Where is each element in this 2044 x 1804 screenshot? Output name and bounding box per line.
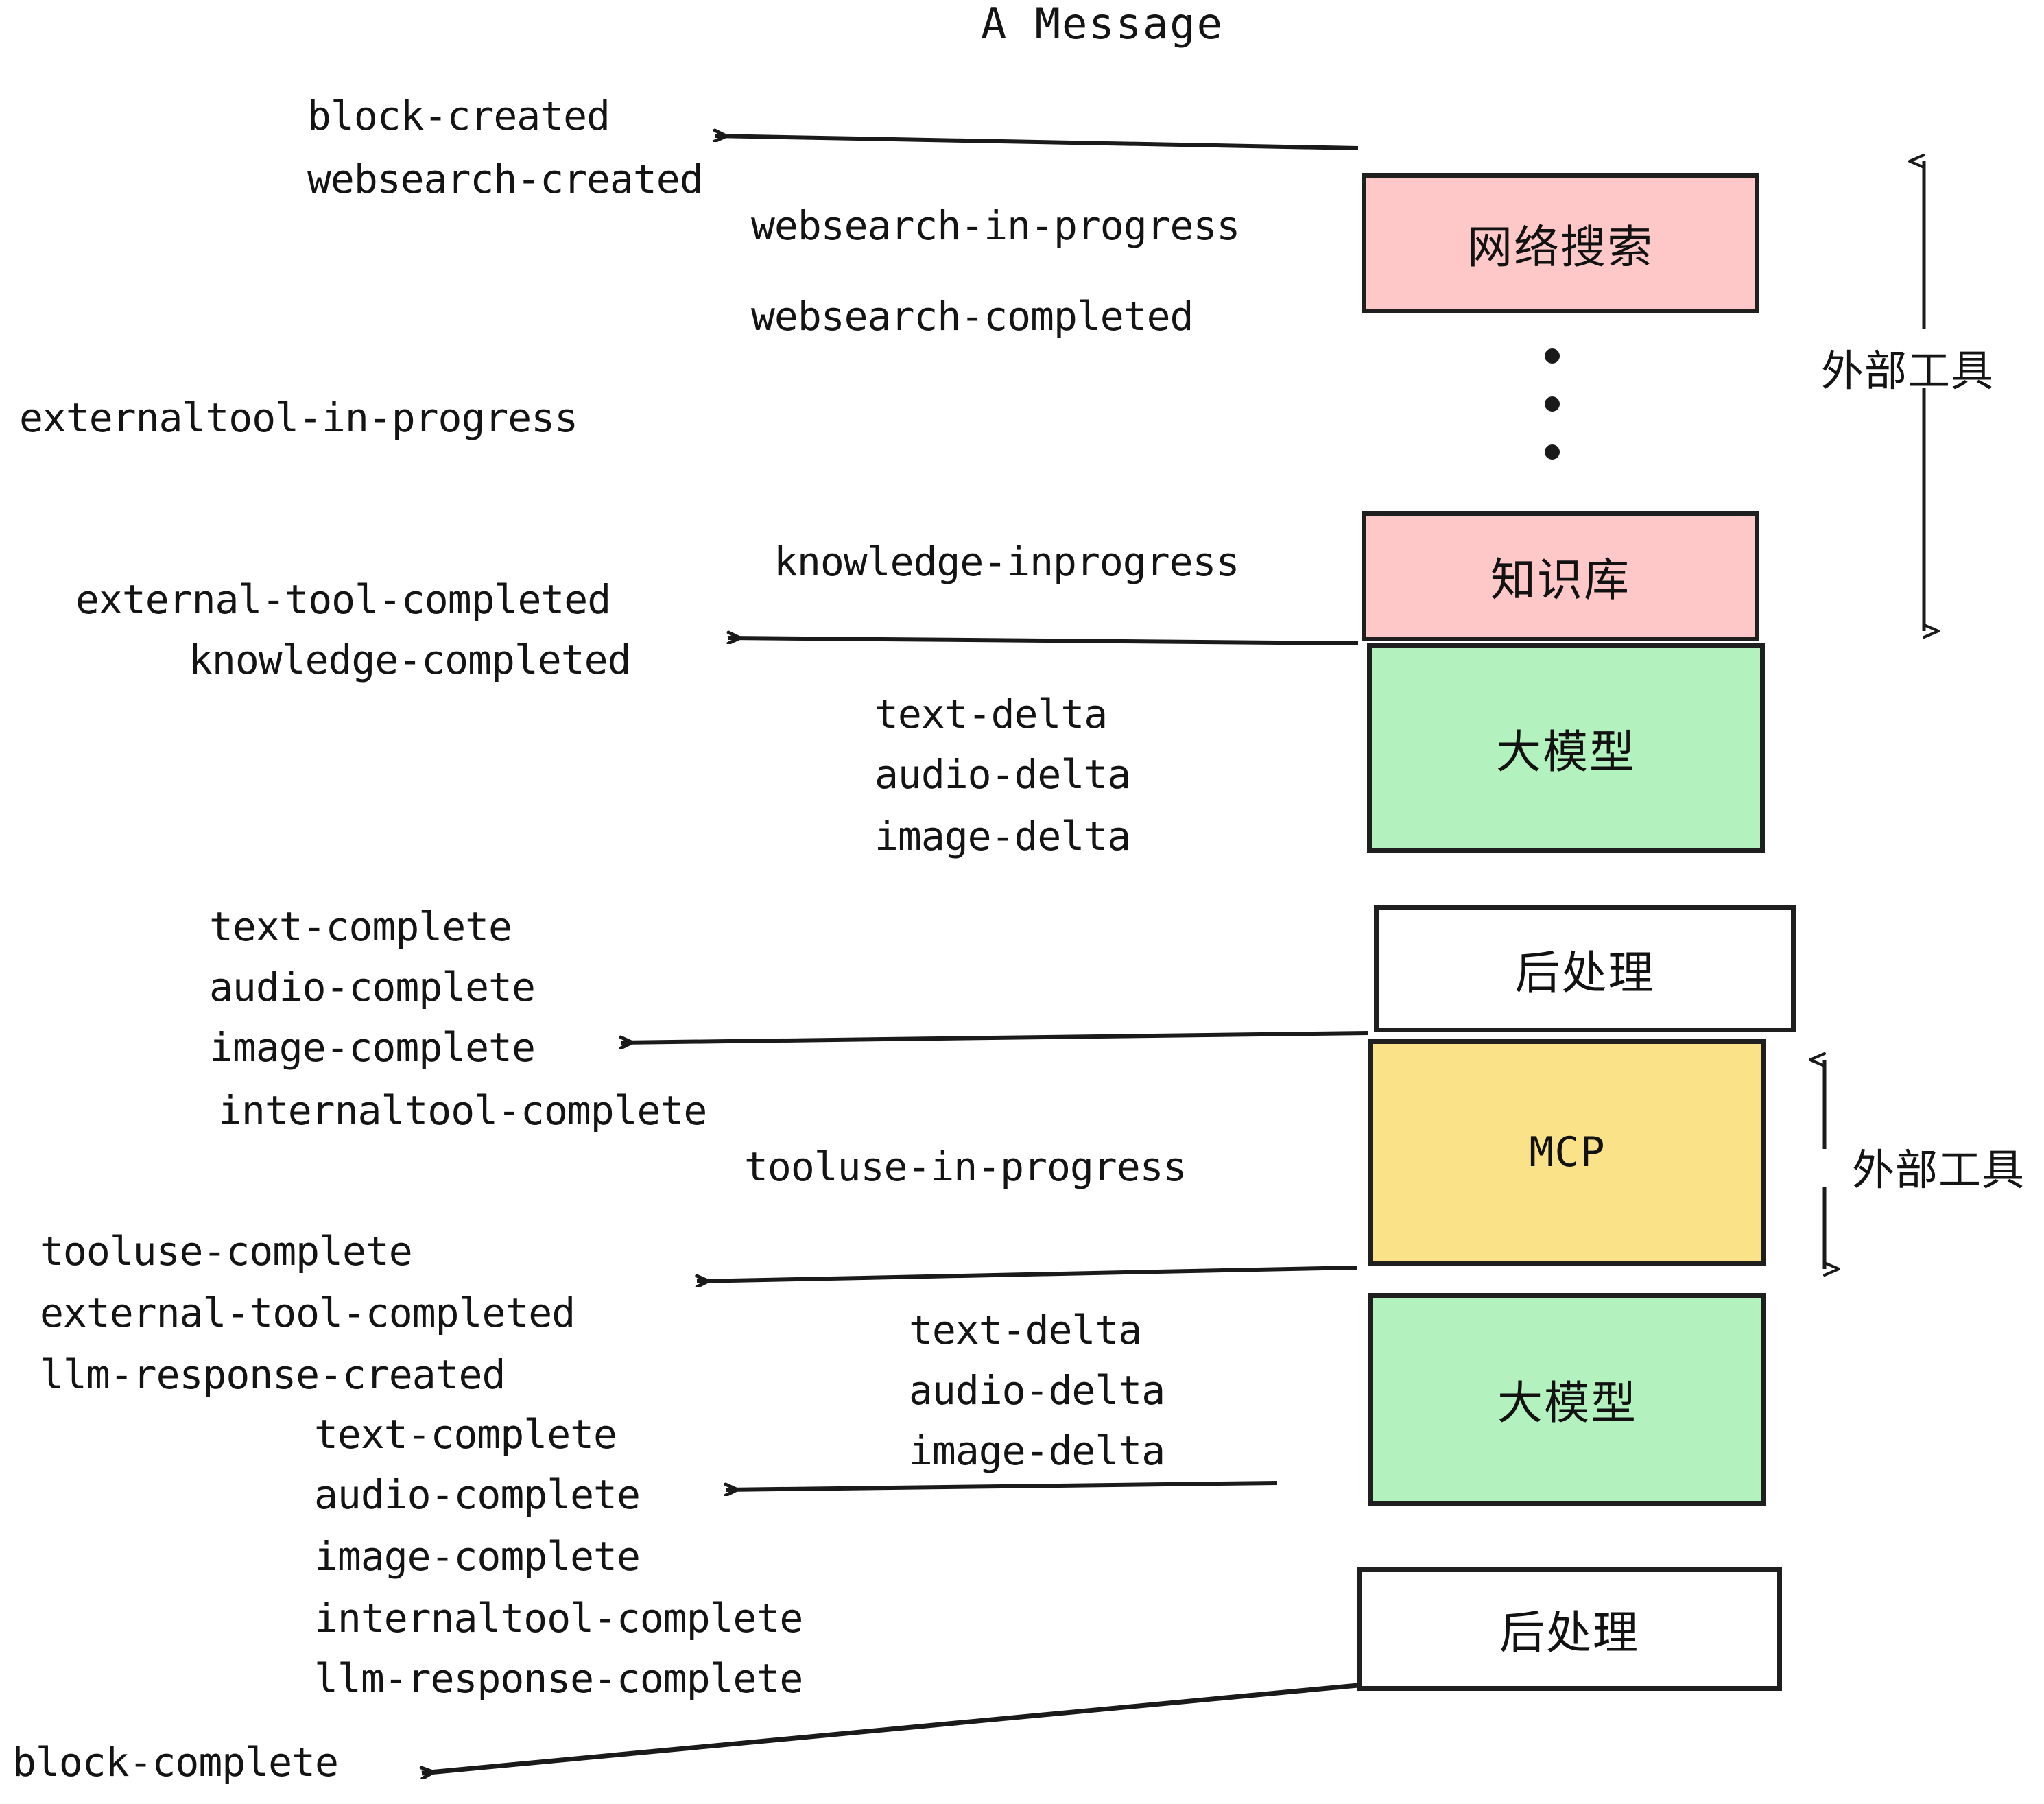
box-llm-bottom[interactable]: 大模型 [1368,1293,1766,1506]
box-postprocess-top-label: 后处理 [1514,946,1655,999]
event-text-delta-2: text-delta [909,1307,1142,1353]
box-websearch-label: 网络搜索 [1467,220,1654,274]
event-text-delta-1: text-delta [875,691,1108,737]
box-llm-top-label: 大模型 [1496,725,1636,779]
event-internaltool-complete-1: internaltool-complete [218,1087,707,1134]
event-llm-response-complete: llm-response-complete [314,1655,803,1702]
box-postprocess-bottom[interactable]: 后处理 [1357,1567,1782,1691]
side-label-external-tools-top: 外部工具 [1821,346,1995,396]
arrow-websearch-to-blockcreated [715,136,1359,150]
box-postprocess-top[interactable]: 后处理 [1374,905,1796,1032]
event-external-tool-completed-2: external-tool-completed [40,1290,575,1336]
arrow-mcp-to-toolusecomplete [697,1266,1357,1281]
ellipsis-dot-icon [1545,444,1560,460]
event-image-delta-2: image-delta [909,1427,1165,1474]
arrow-postprocess-to-imagecomplete [621,1031,1369,1043]
event-internaltool-complete-2: internaltool-complete [314,1595,803,1641]
ellipsis-dot-icon [1545,396,1560,412]
event-audio-complete-1: audio-complete [209,964,536,1010]
event-block-created: block-created [307,93,610,139]
event-image-complete-2: image-complete [314,1533,641,1580]
box-knowledge-label: 知识库 [1490,554,1630,606]
event-image-complete-1: image-complete [209,1024,536,1071]
event-block-complete: block-complete [12,1739,339,1785]
box-mcp[interactable]: MCP [1368,1039,1766,1266]
event-tooluse-in-progress: tooluse-in-progress [744,1143,1187,1190]
box-postprocess-bottom-label: 后处理 [1499,1606,1639,1659]
event-externaltool-in-progress: externaltool-in-progress [19,394,578,441]
event-llm-response-created: llm-response-created [40,1351,506,1398]
box-knowledge[interactable]: 知识库 [1362,511,1759,641]
event-audio-complete-2: audio-complete [314,1471,641,1518]
event-knowledge-completed: knowledge-completed [189,637,631,683]
arrow-llm-to-audiocomplete [726,1481,1278,1490]
box-llm-bottom-label: 大模型 [1497,1377,1637,1429]
event-websearch-created: websearch-created [307,156,704,202]
event-text-complete-1: text-complete [209,903,512,950]
box-mcp-label: MCP [1529,1128,1606,1176]
event-websearch-completed: websearch-completed [751,293,1193,340]
event-external-tool-completed-1: external-tool-completed [75,576,611,623]
event-audio-delta-1: audio-delta [875,751,1131,798]
box-websearch[interactable]: 网络搜索 [1362,173,1759,313]
box-llm-top[interactable]: 大模型 [1367,643,1765,853]
event-tooluse-complete: tooluse-complete [40,1228,413,1274]
diagram-title: A Message [981,0,1224,49]
event-image-delta-1: image-delta [875,813,1131,859]
side-label-external-tools-bottom: 外部工具 [1852,1145,2025,1195]
event-text-complete-2: text-complete [314,1411,617,1458]
event-audio-delta-2: audio-delta [909,1367,1165,1414]
ellipsis-dot-icon [1545,348,1560,364]
event-knowledge-inprogress: knowledge-inprogress [774,538,1239,585]
event-websearch-in-progress: websearch-in-progress [751,202,1240,249]
arrow-knowledge-to-knowledgecompleted [728,638,1359,645]
